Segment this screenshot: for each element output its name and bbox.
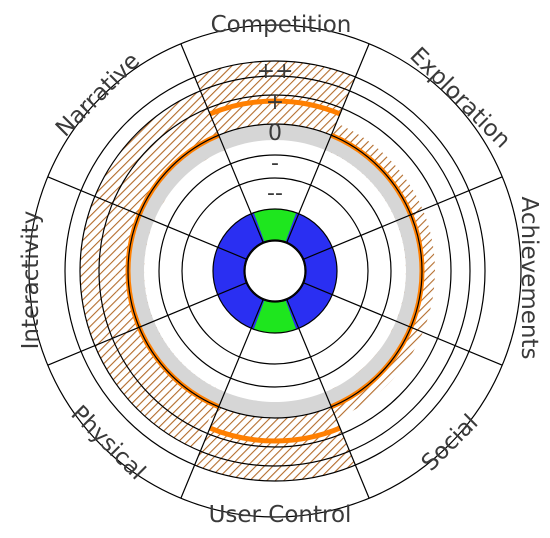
label-narrative: Narrative xyxy=(51,48,145,142)
label-exploration: Exploration xyxy=(405,43,516,154)
inner-segment-physical xyxy=(217,282,264,329)
grid-circle-1 xyxy=(212,208,338,334)
spoke-3 xyxy=(303,282,503,366)
spoke-7 xyxy=(47,176,247,260)
grid-circle-7 xyxy=(64,60,486,482)
inner-segment-social xyxy=(286,282,333,329)
orange-arc-top xyxy=(208,98,342,117)
spoke-1 xyxy=(286,43,370,243)
grid-lines xyxy=(28,24,522,518)
center-hole xyxy=(244,240,306,302)
hatch-band-left-outer xyxy=(79,90,214,450)
label-competition: Competition xyxy=(211,12,352,38)
label-physical: Physical xyxy=(66,401,151,486)
spoke-6 xyxy=(47,282,247,366)
label-achievements: Achievements xyxy=(516,197,542,360)
spoke-4 xyxy=(286,299,370,499)
inner-segment-exploration xyxy=(286,213,333,260)
scale-label-zero: 0 xyxy=(268,121,282,146)
spoke-2 xyxy=(303,176,503,260)
spoke-5 xyxy=(180,299,264,499)
hatch-band-right xyxy=(325,123,436,419)
grid-circle-6 xyxy=(79,75,471,467)
inner-segment-achievements xyxy=(303,247,337,295)
inner-colored-ring xyxy=(213,208,337,333)
grid-circle-5 xyxy=(98,94,452,448)
hatched-bands xyxy=(79,60,436,482)
hatch-band-top xyxy=(194,60,356,136)
orange-arc-bottom xyxy=(208,425,342,444)
label-social: Social xyxy=(417,410,484,477)
scale-label-minus: - xyxy=(271,151,279,176)
grid-circle-3 xyxy=(158,154,392,388)
spoke-0 xyxy=(180,43,264,243)
inner-segment-interactivity xyxy=(213,247,247,295)
green-segment-top xyxy=(253,209,297,242)
hatch-band-bottom xyxy=(194,406,356,482)
grid-circle-0 xyxy=(243,239,307,303)
grid-circle-2 xyxy=(181,177,369,365)
scale-label-plus-plus: ++ xyxy=(257,59,294,84)
scale-label-minus-minus: -- xyxy=(267,181,283,206)
scale-label-plus: + xyxy=(266,90,284,115)
hatch-band-left xyxy=(114,123,225,419)
label-user-control: User Control xyxy=(209,502,352,528)
grid-circle-8 xyxy=(28,24,522,518)
label-interactivity: Interactivity xyxy=(18,211,44,350)
inner-segment-narrative xyxy=(217,213,264,260)
grid-circle-4 xyxy=(127,123,423,419)
green-segment-bottom xyxy=(253,300,297,333)
